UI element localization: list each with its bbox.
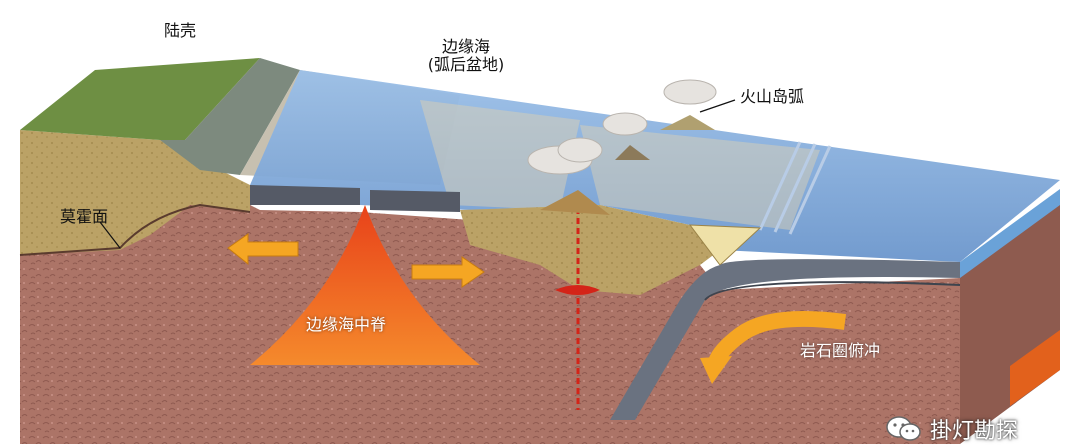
mantle-layer bbox=[20, 160, 960, 444]
wechat-icon bbox=[886, 416, 921, 441]
label-marginal-sea-line1: 边缘海 bbox=[441, 37, 490, 56]
arc-crust bbox=[460, 205, 720, 295]
label-marginal-sea-line2: (弧后盆地) bbox=[427, 55, 505, 75]
label-lithosphere-subduction: 岩石圈俯冲 bbox=[800, 341, 881, 360]
label-moho: 莫霍面 bbox=[60, 207, 109, 226]
subducting-slab bbox=[610, 259, 960, 420]
accretionary-wedge bbox=[688, 224, 762, 266]
label-marginal-sea-ridge: 边缘海中脊 bbox=[306, 315, 387, 334]
trench-ridges bbox=[758, 141, 832, 235]
leader-island-arc bbox=[699, 99, 736, 113]
spreading-ridge-magma bbox=[250, 205, 480, 365]
eruption-plumes bbox=[527, 79, 717, 175]
watermark-text: 掛灯勘探 bbox=[930, 419, 1019, 444]
land-surface bbox=[20, 58, 260, 140]
label-marginal-sea: 边缘海 (弧后盆地) bbox=[412, 37, 520, 75]
block-side-face bbox=[960, 189, 1060, 444]
subduction-arrow bbox=[708, 311, 847, 366]
subduction-arrowhead bbox=[700, 356, 732, 384]
volcanic-islands bbox=[540, 115, 715, 215]
spreading-arrow-right bbox=[411, 256, 485, 288]
leader-moho bbox=[99, 221, 121, 249]
label-continental-crust: 陆壳 bbox=[164, 21, 197, 40]
spreading-arrow-left bbox=[227, 233, 299, 266]
label-volcanic-island-arc: 火山岛弧 bbox=[740, 87, 805, 106]
watermark: 掛灯勘探 bbox=[884, 414, 1018, 444]
